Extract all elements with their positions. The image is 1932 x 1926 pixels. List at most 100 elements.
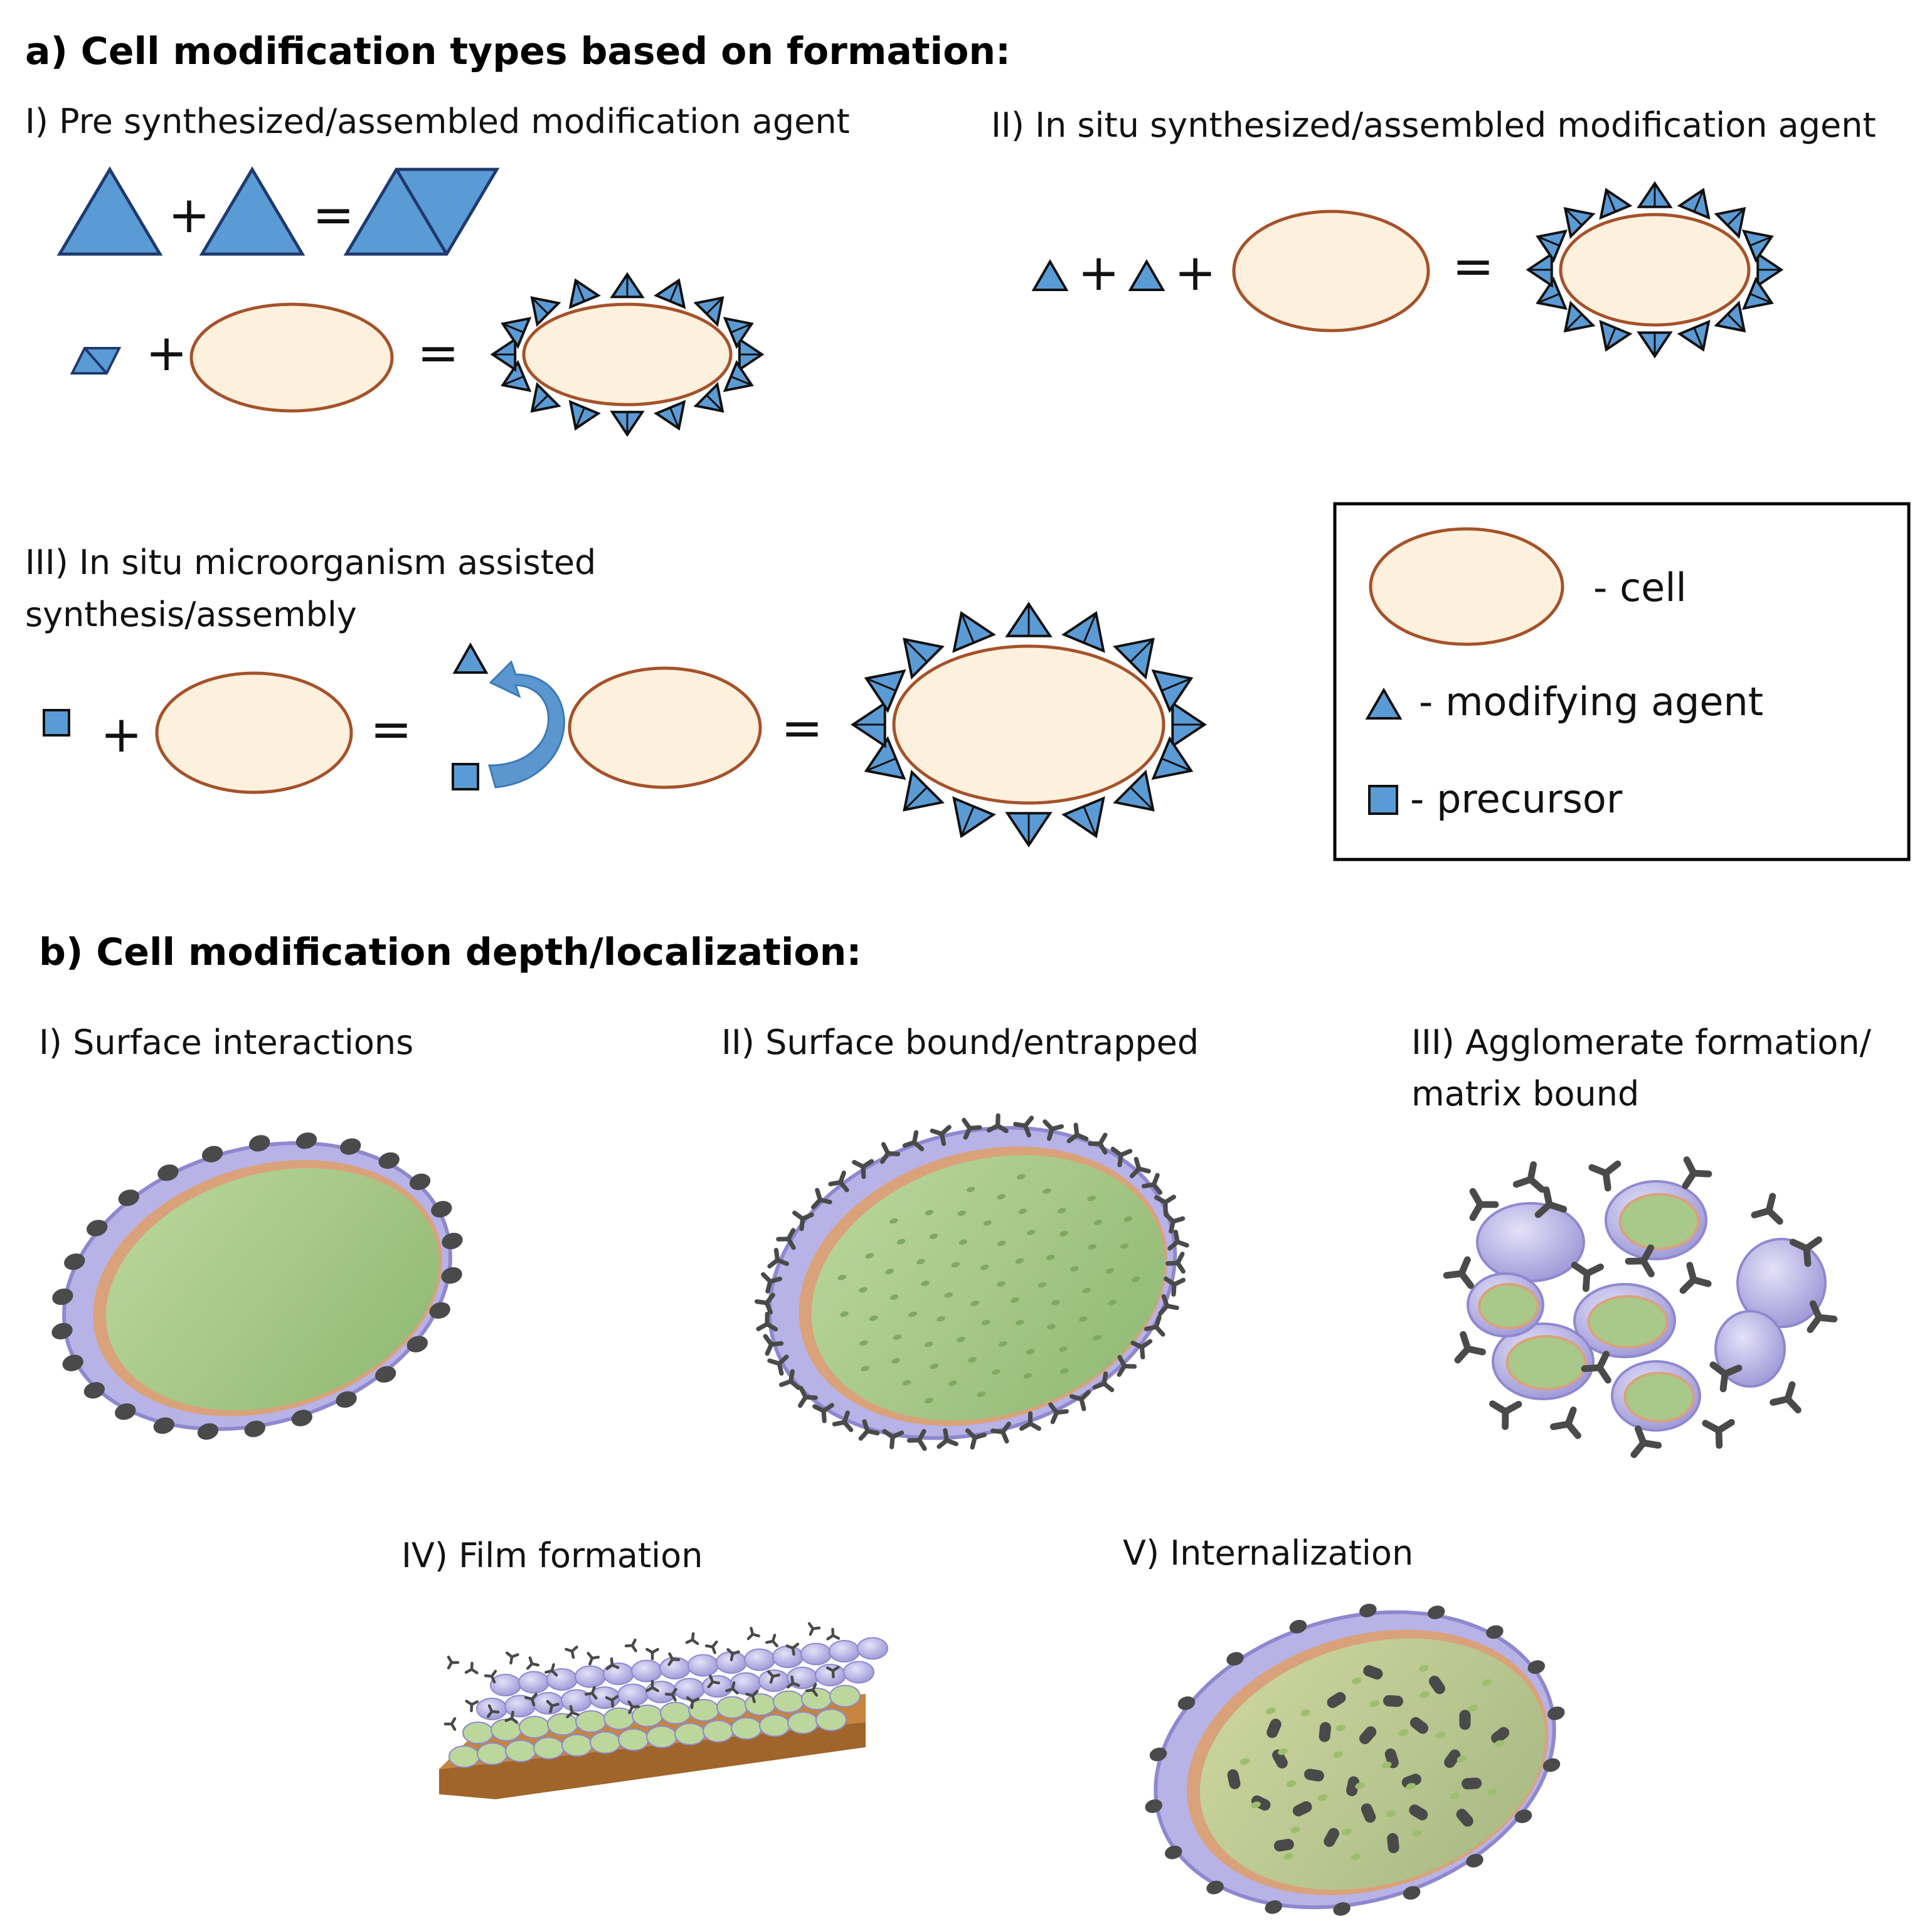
surface-particles bbox=[51, 1132, 463, 1440]
legend-precursor-icon bbox=[1368, 785, 1398, 815]
internal-vesicle bbox=[1300, 1709, 1310, 1716]
entrapped-dot bbox=[889, 1218, 898, 1224]
agent-triangle bbox=[501, 359, 532, 393]
entrapped-dot bbox=[908, 1311, 917, 1317]
entrapped-dot bbox=[1087, 1195, 1096, 1201]
particle bbox=[295, 1132, 317, 1149]
section-b-title: b) Cell modification depth/localization: bbox=[39, 930, 861, 974]
tetrapod-particle bbox=[505, 1651, 519, 1665]
particle bbox=[1145, 1799, 1162, 1813]
entrapped-dot bbox=[937, 1316, 945, 1322]
film-cell bbox=[462, 1721, 494, 1744]
tetrapod-particle bbox=[810, 1188, 832, 1210]
entrapped-dot bbox=[861, 1366, 869, 1371]
particle bbox=[1486, 1625, 1504, 1639]
tetrapod-particle bbox=[627, 1700, 640, 1715]
entrapped-dot bbox=[1010, 1297, 1019, 1303]
particle bbox=[1466, 1854, 1484, 1868]
entrapped-dot bbox=[1023, 1373, 1032, 1379]
agent-triangle bbox=[1151, 736, 1194, 780]
tetrapod-particle bbox=[879, 1142, 901, 1164]
particle bbox=[1177, 1696, 1196, 1710]
agent-triangle bbox=[952, 796, 996, 838]
agglomerate-cell-interior bbox=[1618, 1193, 1700, 1250]
agent-triangle bbox=[530, 296, 561, 327]
tetrapod-particle bbox=[1789, 1236, 1823, 1267]
internal-vesicle bbox=[1335, 1725, 1346, 1732]
film-cell bbox=[829, 1684, 861, 1708]
tetrapod-particle bbox=[1679, 1262, 1712, 1294]
entrapped-dot bbox=[916, 1258, 925, 1265]
entrapped-dot bbox=[1018, 1208, 1027, 1215]
tetrapod-particle bbox=[526, 1656, 540, 1670]
tetrapod-particle bbox=[767, 1354, 789, 1376]
film-cell bbox=[674, 1678, 705, 1701]
tetrapod-particle bbox=[832, 1410, 854, 1432]
entrapped-dot bbox=[837, 1274, 846, 1280]
tetrapod-particle bbox=[484, 1669, 497, 1684]
tetrapod-particle bbox=[464, 1661, 479, 1674]
tetrapod-particle bbox=[756, 1311, 778, 1332]
internal-particle bbox=[1324, 1828, 1340, 1847]
tetrapod-particle bbox=[1048, 1402, 1069, 1424]
entrapped-dot bbox=[925, 1398, 933, 1403]
modified-cell-type1 bbox=[490, 272, 765, 437]
agent-triangle bbox=[723, 316, 754, 349]
panel-3-agglomerate bbox=[1443, 1156, 1838, 1459]
particle bbox=[1514, 1809, 1532, 1823]
entrapped-dot bbox=[997, 1194, 1006, 1200]
panel-4-film bbox=[439, 1622, 888, 1799]
type1-reaction: + = bbox=[70, 272, 765, 437]
agent-triangle bbox=[903, 637, 945, 680]
tetrapod-particle bbox=[1751, 1193, 1783, 1225]
type3-reaction: + = = bbox=[43, 602, 1207, 848]
agglomerate-cell bbox=[1476, 1202, 1585, 1282]
film-cell bbox=[575, 1710, 607, 1733]
particle bbox=[64, 1253, 85, 1270]
agent-triangle bbox=[723, 359, 754, 393]
tetrapod-particle bbox=[1088, 1132, 1108, 1155]
particle bbox=[1427, 1605, 1445, 1619]
internal-particle bbox=[1304, 1769, 1324, 1782]
entrapped-dot bbox=[1059, 1346, 1068, 1352]
cell-interior bbox=[105, 1168, 440, 1411]
particle bbox=[406, 1336, 428, 1353]
section-a-title: a) Cell modification types based on form… bbox=[25, 29, 1011, 73]
internal-particle bbox=[1319, 1721, 1332, 1742]
entrapped-dot bbox=[1046, 1255, 1055, 1260]
entrapped-dot bbox=[924, 1341, 933, 1348]
entrapped-dot bbox=[948, 1380, 957, 1386]
internal-vesicle bbox=[1381, 1761, 1392, 1769]
tetrapod-particle bbox=[797, 1386, 818, 1408]
internal-particle bbox=[1361, 1803, 1376, 1823]
particle bbox=[157, 1164, 179, 1181]
entrapped-dot bbox=[889, 1294, 899, 1301]
entrapped-dot bbox=[925, 1210, 934, 1216]
internal-particle bbox=[1409, 1804, 1428, 1821]
cell-core bbox=[522, 302, 733, 407]
tetrapod-particle bbox=[767, 1248, 790, 1269]
tetrapod-particle bbox=[1807, 1300, 1838, 1333]
particle bbox=[1265, 1900, 1283, 1914]
tetrapod-particle bbox=[447, 1656, 460, 1669]
tetrapod-particle bbox=[664, 1688, 677, 1702]
agent-triangle bbox=[610, 272, 645, 299]
internal-particle bbox=[1387, 1833, 1399, 1853]
particle bbox=[429, 1302, 450, 1319]
tetrapod-particle bbox=[586, 1651, 600, 1666]
tetrapod-particle bbox=[1013, 1115, 1034, 1138]
internal-vesicle bbox=[1351, 1853, 1361, 1860]
agent-triangle bbox=[1599, 188, 1633, 220]
entrapped-dot bbox=[1093, 1334, 1101, 1341]
tetrapod-particle bbox=[965, 1428, 987, 1450]
film-cell bbox=[645, 1681, 677, 1703]
internal-vesicle bbox=[1457, 1755, 1467, 1763]
film-cell bbox=[518, 1671, 549, 1694]
agent-triangle bbox=[851, 701, 886, 748]
particle bbox=[291, 1410, 312, 1427]
panel-5-internalization bbox=[1145, 1604, 1565, 1916]
tetrapod-particle bbox=[725, 1681, 739, 1695]
tetrapod-particle bbox=[1144, 1315, 1165, 1337]
internal-vesicle bbox=[1482, 1679, 1492, 1686]
type2-label: II) In situ synthesized/assembled modifi… bbox=[991, 105, 1876, 145]
